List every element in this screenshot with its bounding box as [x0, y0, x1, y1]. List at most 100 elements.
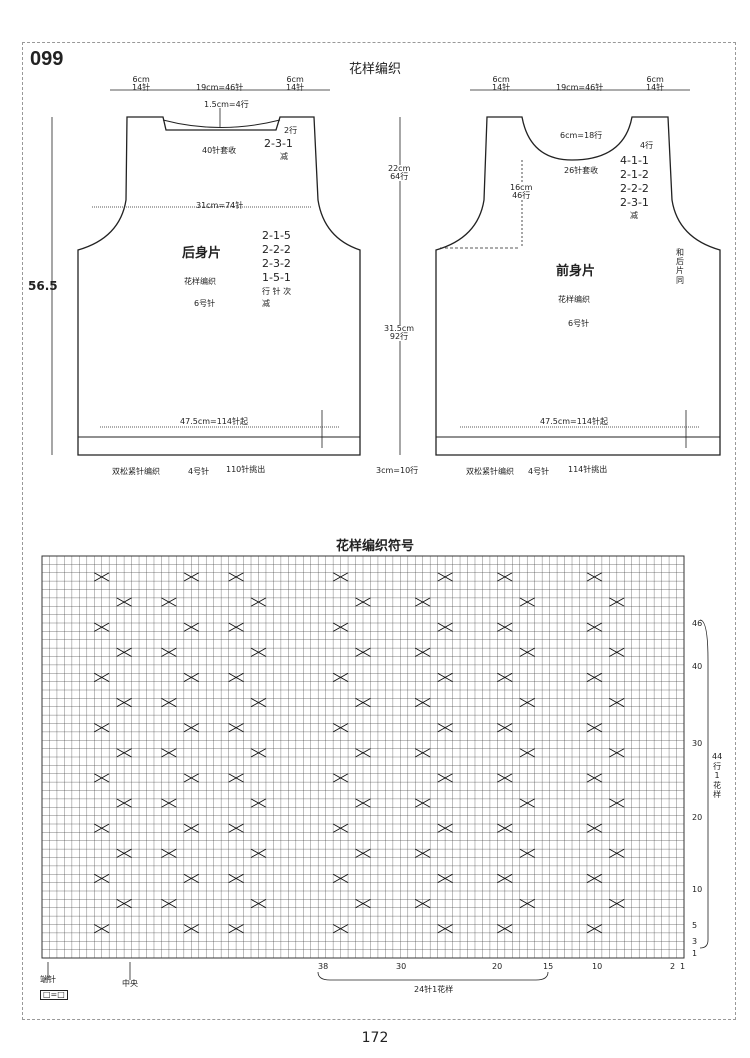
- back-neck-dec-rows: 2行: [284, 126, 298, 135]
- front-neck-dec-label: 减: [630, 211, 638, 220]
- edge-stitch-label: 端针: [40, 975, 56, 984]
- front-piece-name: 前身片: [556, 264, 596, 279]
- cable-cross-symbol: [228, 572, 244, 582]
- cable-cross-symbol: [116, 848, 132, 858]
- cable-cross-symbol: [250, 697, 267, 708]
- front-neck-inner-dim: 6cm=18行: [560, 131, 603, 140]
- cable-cross-symbol: [586, 622, 603, 632]
- cable-cross-symbol: [183, 723, 199, 733]
- cable-cross-symbol: [183, 773, 199, 783]
- cable-cross-symbol: [437, 873, 453, 884]
- cable-cross-symbol: [519, 597, 535, 607]
- cable-cross-symbol: [437, 622, 453, 632]
- cable-cross-symbol: [586, 672, 603, 683]
- cable-cross-symbol: [94, 873, 110, 884]
- front-neck-width-dim: 19cm=46针: [556, 83, 604, 92]
- back-rib: 双松紧针编织: [112, 467, 160, 476]
- cable-cross-symbol: [497, 823, 513, 833]
- back-pickup: 110针挑出: [226, 465, 266, 474]
- cable-cross-symbol: [94, 823, 110, 833]
- row-tick-20: 20: [692, 813, 703, 822]
- cable-cross-symbol: [609, 748, 625, 758]
- cable-cross-symbol: [228, 873, 244, 884]
- front-piece-outline: [435, 116, 721, 456]
- chart-title: 花样编织符号: [335, 539, 414, 554]
- cable-cross-symbol: [94, 672, 110, 683]
- cable-cross-symbol: [609, 848, 625, 858]
- body-height-dim: 31.5cm 92行: [384, 324, 415, 341]
- cable-cross-symbol: [161, 848, 177, 858]
- rows-per-repeat: 44 行 1 花 样: [712, 752, 723, 800]
- front-pattern: 花样编织: [558, 295, 590, 304]
- cable-cross-symbol: [228, 773, 244, 783]
- cable-cross-symbol: [355, 898, 371, 909]
- cable-cross-symbol: [586, 773, 603, 783]
- cable-cross-symbol: [609, 898, 625, 909]
- back-pattern: 花样编织: [184, 277, 216, 286]
- front-rib-needle: 4号针: [528, 467, 550, 476]
- cable-cross-symbol: [116, 898, 132, 909]
- cable-cross-symbol: [332, 873, 349, 884]
- back-rib-needle: 4号针: [188, 467, 210, 476]
- col-tick-20: 20: [492, 962, 503, 971]
- cable-cross-symbol: [332, 773, 349, 783]
- row-tick-3: 3: [692, 937, 698, 946]
- cable-cross-symbol: [519, 748, 535, 758]
- front-neck-dec-1: 4-1-1: [620, 154, 649, 167]
- cable-cross-symbol: [183, 924, 199, 934]
- back-cast-on: 47.5cm=114针起: [180, 417, 248, 426]
- cable-cross-symbol: [437, 672, 453, 683]
- cable-cross-symbol: [183, 572, 199, 582]
- col-tick-2: 2: [670, 962, 676, 971]
- cable-cross-symbol: [161, 798, 177, 808]
- cable-cross-symbol: [116, 748, 132, 758]
- cable-cross-symbol: [497, 723, 513, 733]
- page-frame: [22, 42, 736, 1020]
- front-neck-dec-3: 2-2-2: [620, 182, 649, 195]
- front-neck-dec-rows: 4行: [640, 141, 654, 150]
- cable-cross-symbol: [116, 647, 132, 657]
- back-neck-curve: [162, 119, 281, 128]
- back-arm-dec-1: 2-1-5: [262, 229, 291, 242]
- cable-cross-symbol: [497, 924, 513, 934]
- cable-cross-symbol: [161, 898, 177, 909]
- cable-cross-symbol: [415, 697, 431, 708]
- pattern-number: 099: [30, 48, 64, 70]
- cable-cross-symbol: [332, 723, 349, 733]
- page-title: 花样编织: [348, 62, 401, 77]
- total-height-dim: 56.5: [28, 279, 58, 293]
- cable-cross-symbol: [228, 723, 244, 733]
- cable-cross-symbol: [519, 798, 535, 808]
- row-tick-40: 40: [692, 662, 703, 671]
- cable-cross-symbol: [332, 672, 349, 683]
- front-neck-dec-4: 2-3-1: [620, 196, 649, 209]
- stitch-repeat-label: 24针1花样: [414, 985, 454, 994]
- back-neck-width-dim: 19cm=46针: [196, 83, 244, 92]
- cable-cross-symbol: [116, 597, 132, 607]
- cable-cross-symbol: [609, 798, 625, 808]
- cable-cross-symbol: [586, 873, 603, 884]
- back-shoulder-right-dim: 6cm 14针: [286, 75, 305, 92]
- cable-cross-symbol: [161, 748, 177, 758]
- back-neck-depth-dim: 1.5cm=4行: [204, 100, 249, 109]
- row-tick-46: 46: [692, 619, 703, 628]
- col-tick-10: 10: [592, 962, 603, 971]
- cable-cross-symbol: [228, 823, 244, 833]
- row-tick-10: 10: [692, 885, 703, 894]
- cable-cross-symbol: [586, 823, 603, 833]
- same-as-back-note: 和 后 片 同: [676, 248, 684, 285]
- front-shoulder-right-dim: 6cm 14针: [646, 75, 665, 92]
- front-neck-dec-2: 2-1-2: [620, 168, 649, 181]
- cable-cross-symbol: [183, 873, 199, 884]
- cable-cross-symbol: [183, 823, 199, 833]
- rib-height-dim: 3cm=10行: [376, 466, 419, 475]
- cable-cross-symbol: [519, 697, 535, 708]
- cable-cross-symbol: [415, 798, 431, 808]
- cable-cross-symbol: [519, 848, 535, 858]
- cable-cross-symbol: [437, 773, 453, 783]
- cable-cross-symbol: [355, 748, 371, 758]
- cable-cross-symbol: [355, 697, 371, 708]
- cable-cross-symbol: [497, 773, 513, 783]
- row-tick-30: 30: [692, 739, 703, 748]
